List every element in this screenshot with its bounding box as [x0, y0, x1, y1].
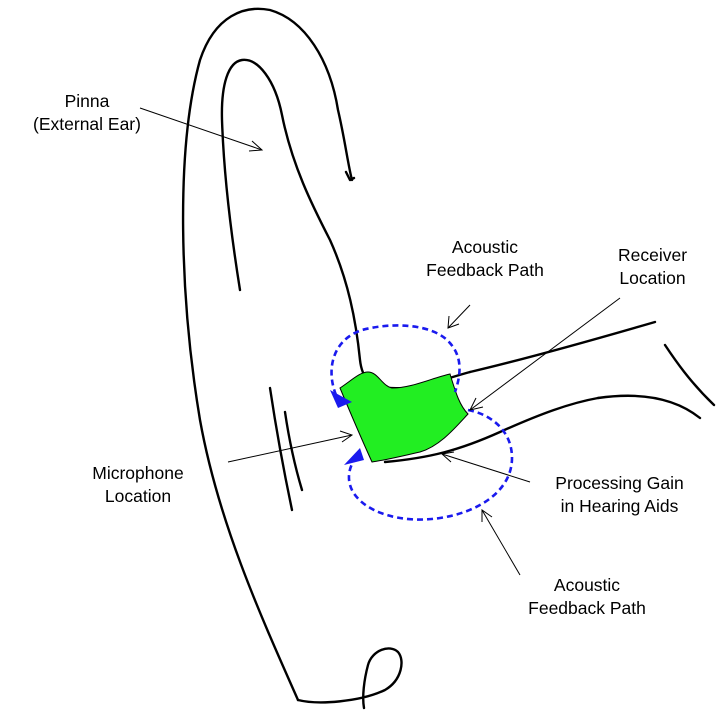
canal-end [665, 345, 714, 405]
feedback-bottom-leader [482, 510, 520, 575]
label-microphone-line2: Location [58, 485, 218, 508]
label-pinna: Pinna (External Ear) [2, 90, 172, 136]
label-microphone-line1: Microphone [58, 462, 218, 485]
concha-line-2 [285, 412, 302, 490]
label-receiver-line2: Location [590, 267, 715, 290]
label-feedback-top-line2: Feedback Path [400, 259, 570, 282]
receiver-leader [470, 298, 620, 410]
label-processing: Processing Gain in Hearing Aids [522, 472, 717, 518]
earlobe [298, 648, 402, 708]
feedback-top-leader [448, 305, 470, 328]
label-feedback-top-line1: Acoustic [400, 236, 570, 259]
canal-curve-right [598, 396, 700, 418]
hearing-aid-shape [340, 372, 468, 462]
label-processing-line1: Processing Gain [522, 472, 717, 495]
label-receiver-line1: Receiver [590, 244, 715, 267]
feedback-arrow-lower-icon [344, 448, 364, 465]
label-processing-line2: in Hearing Aids [522, 495, 717, 518]
processing-leader [442, 454, 530, 482]
label-feedback-bottom-line2: Feedback Path [502, 597, 672, 620]
label-feedback-bottom: Acoustic Feedback Path [502, 574, 672, 620]
label-pinna-line2: (External Ear) [2, 113, 172, 136]
ear-canal-upper [470, 322, 655, 372]
pinna-outline [183, 9, 352, 700]
label-feedback-top: Acoustic Feedback Path [400, 236, 570, 282]
label-pinna-line1: Pinna [2, 90, 172, 113]
label-feedback-bottom-line1: Acoustic [502, 574, 672, 597]
label-microphone: Microphone Location [58, 462, 218, 508]
label-receiver: Receiver Location [590, 244, 715, 290]
